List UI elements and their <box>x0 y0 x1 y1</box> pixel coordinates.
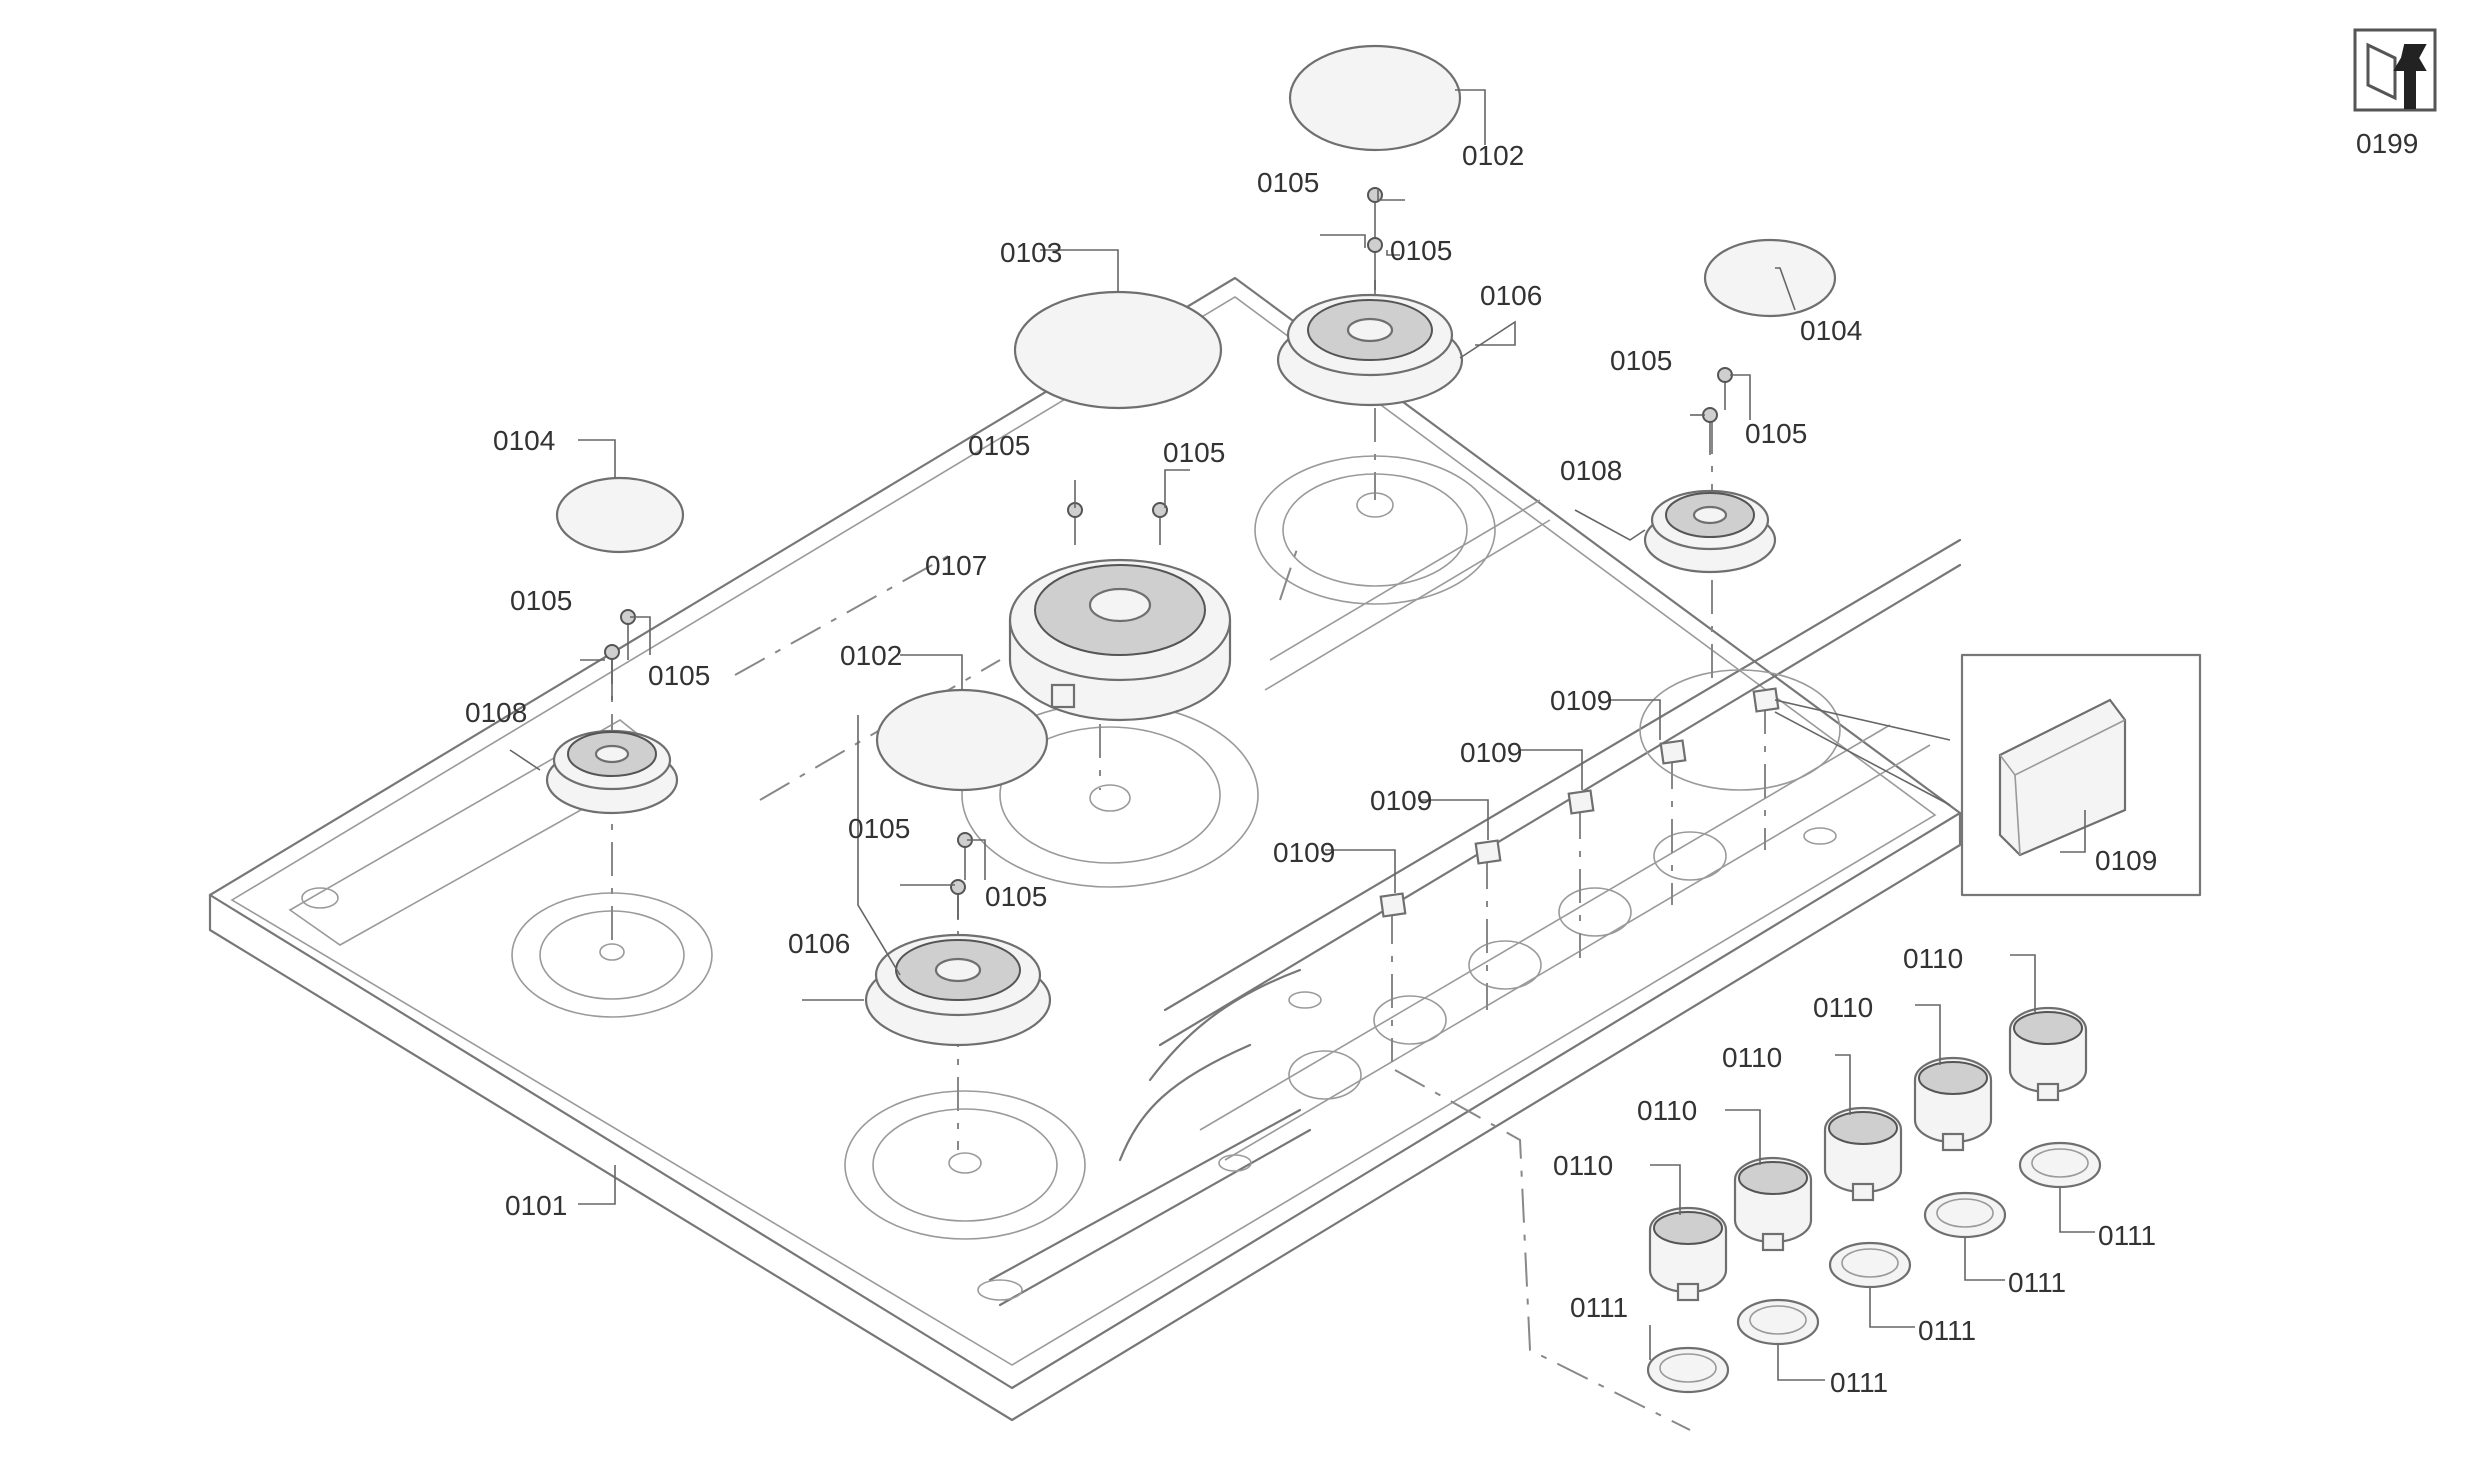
callout-0111-d: 0111 <box>2008 1267 2066 1298</box>
callout-0110-c: 0110 <box>1722 1042 1782 1073</box>
cap-0102-left <box>875 688 1049 792</box>
callout-0109-a: 0109 <box>1273 837 1335 868</box>
cap-0104-left <box>555 476 685 554</box>
callout-0109-c: 0109 <box>1460 737 1522 768</box>
callout-0111-a: 0111 <box>1570 1292 1628 1323</box>
callout-0105-g: 0105 <box>510 585 572 616</box>
callout-0106-lower: 0106 <box>788 928 850 959</box>
callout-0105-h: 0105 <box>648 660 710 691</box>
wrench-service-icon <box>2353 28 2437 112</box>
callout-0105-i: 0105 <box>848 813 910 844</box>
cap-0102-top <box>1288 44 1462 152</box>
callout-0101: 0101 <box>505 1190 567 1221</box>
service-info[interactable]: 0199 <box>2353 28 2437 159</box>
callout-0106-top: 0106 <box>1480 280 1542 311</box>
burner-head-0106-top <box>1276 293 1464 407</box>
screws <box>604 187 1733 920</box>
callout-0105-e: 0105 <box>1610 345 1672 376</box>
callout-0111-c: 0111 <box>1918 1315 1976 1346</box>
callout-0105-f: 0105 <box>1745 418 1807 449</box>
callout-labels: 0101 0102 0102 0103 0104 0104 0105 0105 … <box>465 140 2157 1398</box>
callout-0111-b: 0111 <box>1830 1367 1888 1398</box>
callout-0104-right: 0104 <box>1800 315 1862 346</box>
callout-0109-b: 0109 <box>1370 785 1432 816</box>
callout-0105-a: 0105 <box>1257 167 1319 198</box>
callout-0110-b: 0110 <box>1637 1095 1697 1126</box>
callout-0102-left: 0102 <box>840 640 902 671</box>
detail-inset <box>1960 653 2202 897</box>
burner-head-0106-lower <box>864 933 1052 1047</box>
callout-0104-left: 0104 <box>493 425 555 456</box>
leader-lines <box>509 89 2095 1381</box>
callout-0108-left: 0108 <box>465 697 527 728</box>
callout-0108-right: 0108 <box>1560 455 1622 486</box>
burner-ring-0107 <box>1008 558 1232 722</box>
callout-0105-d: 0105 <box>1163 437 1225 468</box>
callout-0110-e: 0110 <box>1903 943 1963 974</box>
callout-0103: 0103 <box>1000 237 1062 268</box>
burner-heads <box>545 293 1777 1047</box>
callout-0109-d: 0109 <box>1550 685 1612 716</box>
callout-0105-c: 0105 <box>968 430 1030 461</box>
burner-caps <box>555 44 1837 792</box>
control-knobs <box>1648 1006 2088 1302</box>
callout-0110-d: 0110 <box>1813 992 1873 1023</box>
callout-0109-inset: 0109 <box>2095 845 2157 876</box>
cap-0103 <box>1013 290 1223 410</box>
cap-0104-right <box>1703 238 1837 318</box>
cooktop-base-plate <box>208 276 1962 1422</box>
callout-0107: 0107 <box>925 550 987 581</box>
burner-head-0108-right <box>1643 489 1777 574</box>
service-icon-code: 0199 <box>2356 128 2418 159</box>
knob-rings <box>1646 1141 2102 1394</box>
callout-0110-a: 0110 <box>1553 1150 1613 1181</box>
callout-0102-top: 0102 <box>1462 140 1524 171</box>
callout-0105-j: 0105 <box>985 881 1047 912</box>
callout-0111-e: 0111 <box>2098 1220 2156 1251</box>
knob-buttons <box>1379 687 1951 918</box>
burner-head-0108-left <box>545 729 679 815</box>
callout-0105-b: 0105 <box>1390 235 1452 266</box>
